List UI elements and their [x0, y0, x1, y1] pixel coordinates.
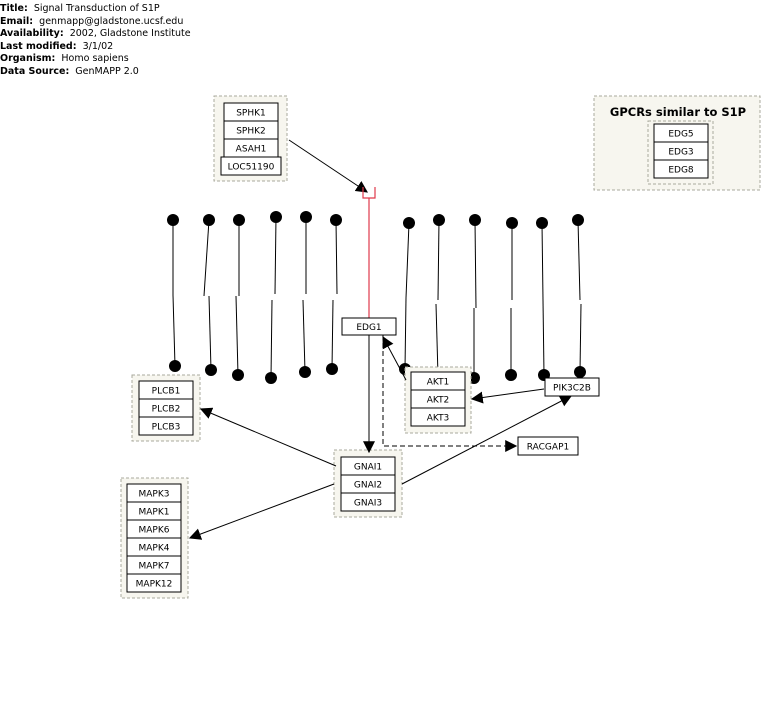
pik3c2b-to-akt-arrow — [470, 388, 545, 404]
gene-label-edg1: EDG1 — [356, 323, 381, 333]
source-label: Data Source: — [0, 65, 70, 77]
availability-label: Availability: — [0, 28, 64, 40]
title-value: Signal Transduction of S1P — [33, 3, 160, 14]
gene-label-plcb2: PLCB2 — [152, 405, 181, 415]
gene-boxes — [126, 102, 709, 593]
modified-row: Last modified: 3/1/02 — [0, 41, 191, 54]
email-row: Email: genmapp@gladstone.ucsf.edu — [0, 16, 191, 29]
interactions — [188, 139, 573, 540]
source-value: GenMAPP 2.0 — [75, 65, 139, 77]
gene-box-plcb3[interactable] — [138, 416, 194, 436]
source-row: Data Source: GenMAPP 2.0 — [0, 66, 191, 79]
gene-label-edg8: EDG8 — [668, 166, 694, 176]
modified-value: 3/1/02 — [82, 40, 114, 52]
gene-labels: SPHK1 SPHK2 ASAH1 LOC51190 EDG5 EDG3 EDG… — [136, 109, 694, 590]
gene-label-akt3: AKT3 — [427, 414, 450, 424]
email-value: genmapp@gladstone.ucsf.edu — [39, 15, 184, 27]
gene-label-mapk6: MAPK6 — [139, 526, 170, 536]
gnai-to-plcb-arrow — [199, 407, 337, 467]
availability-value: 2002, Gladstone Institute — [69, 28, 191, 40]
membrane — [172, 216, 582, 379]
s1p-receptor-line — [362, 187, 376, 318]
gene-label-mapk12: MAPK12 — [136, 580, 173, 590]
membrane-lipid-heads — [167, 211, 586, 384]
gene-box-akt3[interactable] — [410, 407, 466, 427]
gene-box-loc51190[interactable] — [220, 156, 282, 176]
sphk-to-receptor-arrow — [288, 139, 368, 193]
organism-row: Organism: Homo sapiens — [0, 53, 191, 66]
gene-label-mapk3: MAPK3 — [139, 490, 170, 500]
gene-box-mapk12[interactable] — [126, 573, 182, 593]
gene-box-edg1[interactable] — [341, 317, 397, 336]
gene-label-akt2: AKT2 — [427, 396, 450, 406]
akt-to-edg1-arrow — [382, 335, 407, 381]
gene-box-edg8[interactable] — [653, 159, 709, 179]
email-label: Email: — [0, 15, 34, 27]
gnai-to-pik3c2b-arrow — [401, 395, 573, 485]
organism-label: Organism: — [0, 53, 56, 65]
gene-label-loc51190: LOC51190 — [228, 163, 275, 173]
title-row: Title: Signal Transduction of S1P — [0, 3, 191, 16]
edg1-to-racgap1-dashed-arrow — [382, 335, 518, 452]
gene-box-racgap1[interactable] — [517, 436, 579, 456]
gene-label-mapk1: MAPK1 — [139, 508, 170, 518]
gene-label-mapk4: MAPK4 — [139, 544, 170, 554]
gene-label-plcb3: PLCB3 — [152, 423, 181, 433]
gpcr-group-label: GPCRs similar to S1P — [610, 105, 746, 119]
gene-label-sphk2: SPHK2 — [236, 127, 266, 137]
gene-label-sphk1: SPHK1 — [236, 109, 266, 119]
organism-value: Homo sapiens — [61, 53, 129, 65]
gene-label-pik3c2b: PIK3C2B — [553, 384, 591, 394]
gene-label-edg3: EDG3 — [668, 148, 693, 158]
gene-label-plcb1: PLCB1 — [152, 387, 181, 397]
gene-label-racgap1: RACGAP1 — [527, 443, 569, 453]
gene-label-edg5: EDG5 — [668, 130, 693, 140]
gnai-to-mapk-arrow — [188, 483, 335, 540]
gene-label-gnai3: GNAI3 — [354, 499, 382, 509]
availability-row: Availability: 2002, Gladstone Institute — [0, 28, 191, 41]
gene-label-akt1: AKT1 — [427, 378, 450, 388]
gene-label-gnai1: GNAI1 — [354, 463, 382, 473]
gene-label-mapk7: MAPK7 — [139, 562, 170, 572]
modified-label: Last modified: — [0, 40, 77, 52]
pathway-info: Title: Signal Transduction of S1P Email:… — [0, 3, 191, 79]
gene-box-gnai3[interactable] — [340, 492, 396, 512]
gene-box-pik3c2b[interactable] — [544, 377, 600, 397]
gene-label-gnai2: GNAI2 — [354, 481, 382, 491]
gene-label-asah1: ASAH1 — [236, 145, 267, 155]
title-label: Title: — [0, 3, 28, 14]
